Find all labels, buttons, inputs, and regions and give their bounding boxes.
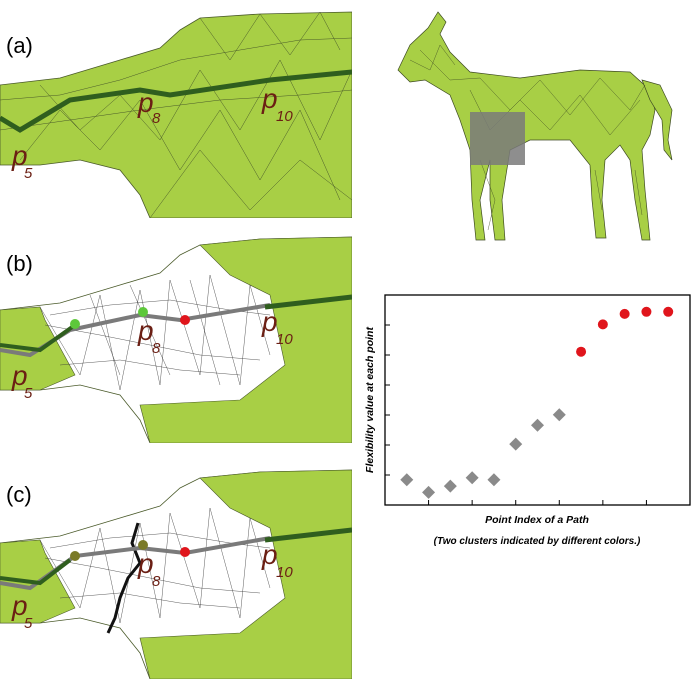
data-point-gray: [552, 408, 566, 422]
x-axis-label: Point Index of a Path: [485, 514, 589, 526]
mesh-closeup-b: p 8 p 10 p 5: [0, 236, 352, 443]
panel-a-label: (a): [6, 33, 33, 58]
x-ticks: [428, 500, 647, 505]
mesh-closeup-a: p 8 p 10 p 5: [0, 11, 352, 218]
chart-caption: (Two clusters indicated by different col…: [434, 536, 641, 547]
label-p8-sub-c: 8: [152, 573, 161, 590]
horse-model: [380, 0, 693, 250]
highlight-region: [470, 112, 525, 165]
data-point-gray: [443, 479, 457, 493]
point-olive-2: [138, 540, 148, 550]
data-point-red: [641, 306, 652, 317]
y-axis-label: Flexibility value at each point: [364, 327, 376, 473]
label-p5-c: p: [11, 590, 28, 621]
data-point-red: [597, 319, 608, 330]
label-p5-sub-c: 5: [24, 615, 33, 632]
data-point-gray: [465, 471, 479, 485]
label-p10-a: p: [261, 83, 278, 114]
label-p8-b: p: [137, 315, 154, 346]
data-point-gray: [531, 418, 544, 432]
data-point-gray: [509, 437, 523, 451]
label-p10-sub-a: 10: [276, 108, 293, 125]
data-marks: [400, 306, 674, 499]
mesh-closeup-c: p 8 p 10 p 5: [0, 469, 352, 679]
label-p8-sub-a: 8: [152, 110, 161, 127]
data-point-gray: [487, 473, 501, 487]
data-point-red: [663, 306, 674, 317]
data-point-red: [619, 308, 630, 319]
label-p5-sub-a: 5: [24, 165, 33, 182]
point-red-b: [180, 315, 190, 325]
panel-b-label: (b): [6, 251, 33, 276]
horse-tail: [641, 79, 673, 161]
label-p5-sub-b: 5: [24, 385, 33, 402]
panel-c-mesh: p 8 p 10 p 5: [0, 468, 352, 686]
data-point-gray: [422, 485, 436, 499]
plot-frame: [384, 294, 691, 506]
y-ticks: [385, 294, 390, 506]
panel-a-mesh: p 8 p 10 p 5: [0, 0, 352, 218]
label-p8-c: p: [137, 548, 154, 579]
chart-svg: Point Index of a Path (Two clusters indi…: [364, 294, 691, 547]
path-unfolded-c: [0, 536, 271, 591]
label-p10-sub-c: 10: [276, 564, 293, 581]
data-point-red: [576, 346, 587, 357]
label-p5-b: p: [11, 360, 28, 391]
label-p8-sub-b: 8: [152, 340, 161, 357]
panel-b-mesh: p 8 p 10 p 5: [0, 235, 352, 453]
point-green-1: [70, 319, 80, 329]
point-olive-1: [70, 551, 80, 561]
label-p5-a: p: [11, 140, 28, 171]
label-p10-c: p: [261, 539, 278, 570]
label-p8-a: p: [137, 87, 154, 118]
point-green-2: [138, 307, 148, 317]
label-p10-sub-b: 10: [276, 331, 293, 348]
path-unfolded-b: [0, 303, 271, 358]
label-p10-b: p: [261, 306, 278, 337]
cut-line: [106, 522, 142, 634]
data-point-gray: [400, 473, 414, 487]
flexibility-chart: Point Index of a Path (Two clusters indi…: [360, 285, 693, 555]
horse-body: [397, 11, 656, 241]
panel-c-label: (c): [6, 482, 32, 507]
geodesic-path-a: [0, 69, 352, 133]
point-red-c: [180, 547, 190, 557]
